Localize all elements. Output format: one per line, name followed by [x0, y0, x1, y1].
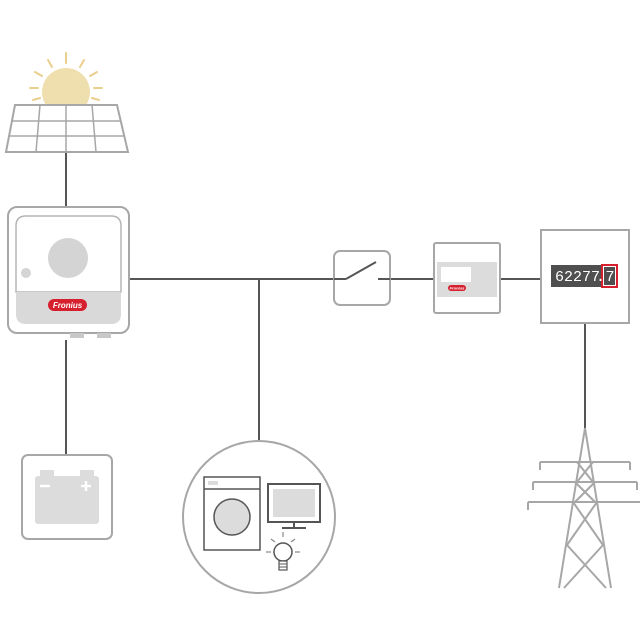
inverter-display-icon — [48, 238, 88, 278]
light-bulb-icon — [266, 532, 300, 571]
smart-meter-icon: Fronius — [433, 242, 501, 314]
connection-lines — [65, 152, 586, 455]
inverter-led-icon — [21, 268, 31, 278]
meter-reading-main: 62277 — [555, 269, 600, 286]
power-pylon-icon — [527, 427, 640, 589]
smart-meter-brand-logo — [448, 285, 466, 291]
switch-icon — [333, 250, 391, 306]
inverter-icon: Fronius — [7, 206, 130, 338]
consumers-group — [182, 440, 336, 594]
meter-display — [551, 265, 611, 287]
smart-meter-brand-text: Fronius — [450, 286, 465, 291]
inverter-brand-logo — [48, 299, 87, 311]
battery-icon — [21, 454, 113, 540]
inverter-brand-text: Fronius — [53, 301, 83, 310]
meter-reading-decimal: 7 — [606, 269, 615, 286]
washing-machine-icon — [203, 476, 261, 551]
meter-decimal-separator: . — [596, 269, 605, 286]
monitor-icon — [267, 483, 321, 529]
solar-panel-icon — [4, 104, 130, 153]
energy-meter-icon: 62277 . 7 — [540, 229, 630, 324]
